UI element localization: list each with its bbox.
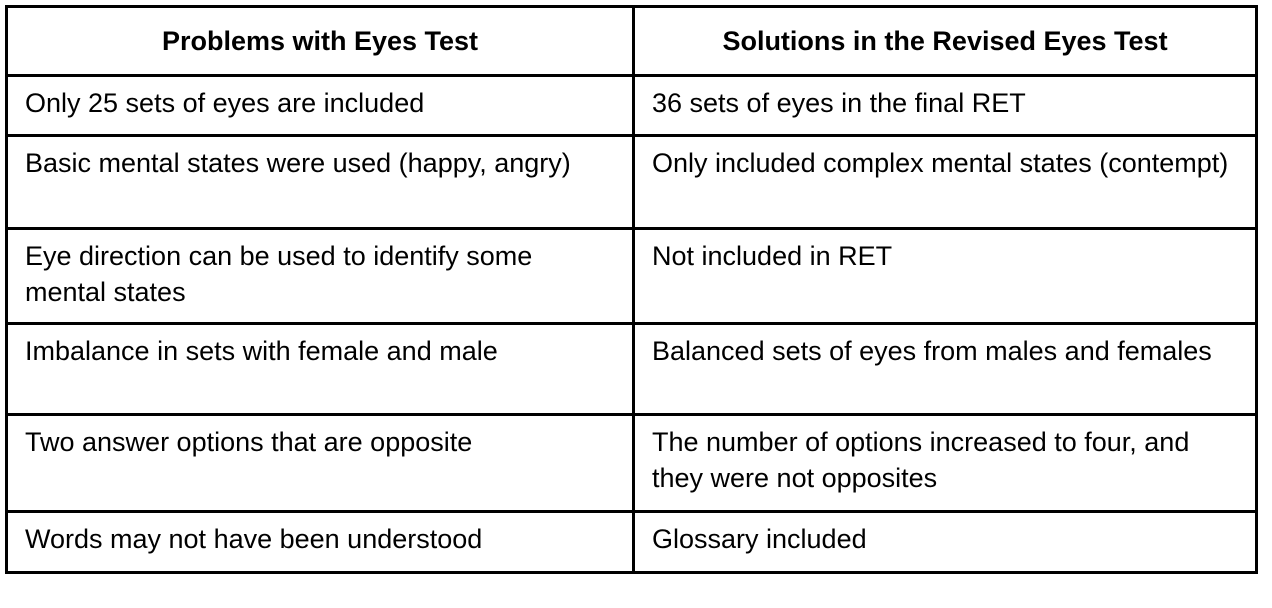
cell-solution-6-text: Glossary included <box>652 524 867 554</box>
cell-problem-4: Imbalance in sets with female and male <box>5 322 635 416</box>
cell-problem-2: Basic mental states were used (happy, an… <box>5 134 635 230</box>
column-header-problems: Problems with Eyes Test <box>5 5 635 77</box>
cell-solution-4-text: Balanced sets of eyes from males and fem… <box>652 336 1212 366</box>
cell-solution-1: 36 sets of eyes in the final RET <box>632 74 1258 137</box>
table-row: Only 25 sets of eyes are included 36 set… <box>5 74 1258 137</box>
cell-problem-2-text: Basic mental states were used (happy, an… <box>25 148 571 178</box>
column-header-solutions-label: Solutions in the Revised Eyes Test <box>722 26 1168 56</box>
cell-problem-6-text: Words may not have been understood <box>25 524 483 554</box>
eyes-test-comparison-table: Problems with Eyes Test Solutions in the… <box>5 5 1258 574</box>
cell-problem-1: Only 25 sets of eyes are included <box>5 74 635 137</box>
cell-problem-1-text: Only 25 sets of eyes are included <box>25 88 425 118</box>
cell-problem-5-text: Two answer options that are opposite <box>25 427 473 457</box>
table-body: Only 25 sets of eyes are included 36 set… <box>5 74 1258 574</box>
cell-solution-6: Glossary included <box>632 510 1258 574</box>
table-row: Two answer options that are opposite The… <box>5 413 1258 513</box>
table-header: Problems with Eyes Test Solutions in the… <box>5 5 1258 77</box>
cell-problem-3: Eye direction can be used to identify so… <box>5 227 635 325</box>
cell-solution-2-text: Only included complex mental states (con… <box>652 148 1229 178</box>
cell-solution-4: Balanced sets of eyes from males and fem… <box>632 322 1258 416</box>
cell-problem-5: Two answer options that are opposite <box>5 413 635 513</box>
cell-solution-3: Not included in RET <box>632 227 1258 325</box>
cell-solution-5: The number of options increased to four,… <box>632 413 1258 513</box>
table-row: Eye direction can be used to identify so… <box>5 227 1258 325</box>
cell-problem-3-text: Eye direction can be used to identify so… <box>25 241 533 307</box>
cell-problem-4-text: Imbalance in sets with female and male <box>25 336 498 366</box>
cell-problem-6: Words may not have been understood <box>5 510 635 574</box>
column-header-problems-label: Problems with Eyes Test <box>161 26 479 56</box>
cell-solution-5-text: The number of options increased to four,… <box>652 427 1190 493</box>
cell-solution-2: Only included complex mental states (con… <box>632 134 1258 230</box>
table-header-row: Problems with Eyes Test Solutions in the… <box>5 5 1258 77</box>
cell-solution-3-text: Not included in RET <box>652 241 893 271</box>
table-row: Basic mental states were used (happy, an… <box>5 134 1258 230</box>
table-row: Words may not have been understood Gloss… <box>5 510 1258 574</box>
cell-solution-1-text: 36 sets of eyes in the final RET <box>652 88 1026 118</box>
column-header-solutions: Solutions in the Revised Eyes Test <box>632 5 1258 77</box>
table-row: Imbalance in sets with female and male B… <box>5 322 1258 416</box>
